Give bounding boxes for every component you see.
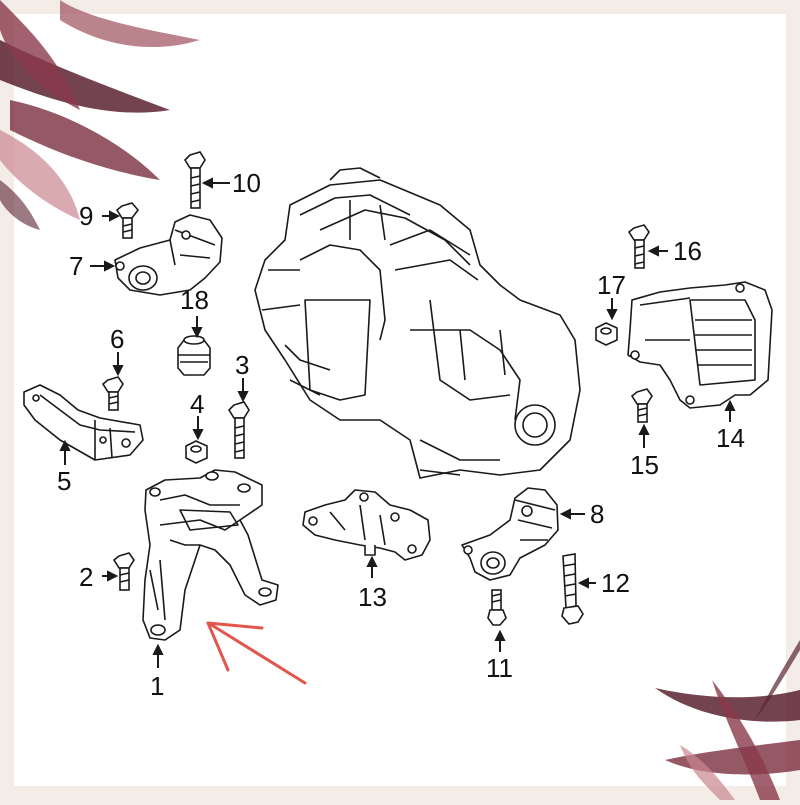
highlight-arrow <box>206 621 307 685</box>
part-7-mount <box>114 214 223 296</box>
callout-6: 6 <box>110 324 125 354</box>
leader-arrows <box>59 177 736 668</box>
part-9-bolt <box>115 202 140 239</box>
part-13-bracket <box>302 489 431 561</box>
part-6-bolt <box>101 376 124 411</box>
part-3-bolt <box>227 401 250 459</box>
part-17-nut <box>595 322 618 346</box>
callout-9: 9 <box>79 201 94 231</box>
part-15-bolt <box>630 388 653 423</box>
part-11-bolt <box>487 589 507 626</box>
callout-8: 8 <box>590 499 605 529</box>
callout-17: 17 <box>597 270 626 300</box>
callout-12: 12 <box>601 568 630 598</box>
engine-assembly-drawing <box>254 167 581 479</box>
callout-5: 5 <box>57 466 72 496</box>
part-4-nut <box>185 440 208 464</box>
callout-4: 4 <box>190 389 205 419</box>
part-1-mount-bracket <box>142 469 279 641</box>
callout-18: 18 <box>180 285 209 315</box>
part-12-bolt <box>561 553 584 625</box>
part-16-bolt <box>627 224 650 269</box>
part-10-bolt <box>183 151 206 209</box>
callout-2: 2 <box>79 562 94 592</box>
callout-14: 14 <box>716 423 745 453</box>
callout-7: 7 <box>69 251 84 281</box>
part-18-bushing <box>177 335 211 376</box>
part-2-bolt <box>112 552 135 591</box>
part-8-mount <box>461 487 559 581</box>
part-14-mount <box>627 281 773 409</box>
callout-16: 16 <box>673 236 702 266</box>
callout-13: 13 <box>358 582 387 612</box>
callout-15: 15 <box>630 450 659 480</box>
part-5-bracket <box>23 384 144 461</box>
diagram-panel <box>14 14 786 786</box>
leaf-decoration-top-left <box>0 0 200 230</box>
callout-3: 3 <box>235 350 250 380</box>
callout-1: 1 <box>150 671 165 701</box>
callout-11: 11 <box>486 653 513 683</box>
callout-10: 10 <box>232 168 261 198</box>
leaf-decoration-bottom-right <box>655 640 800 800</box>
